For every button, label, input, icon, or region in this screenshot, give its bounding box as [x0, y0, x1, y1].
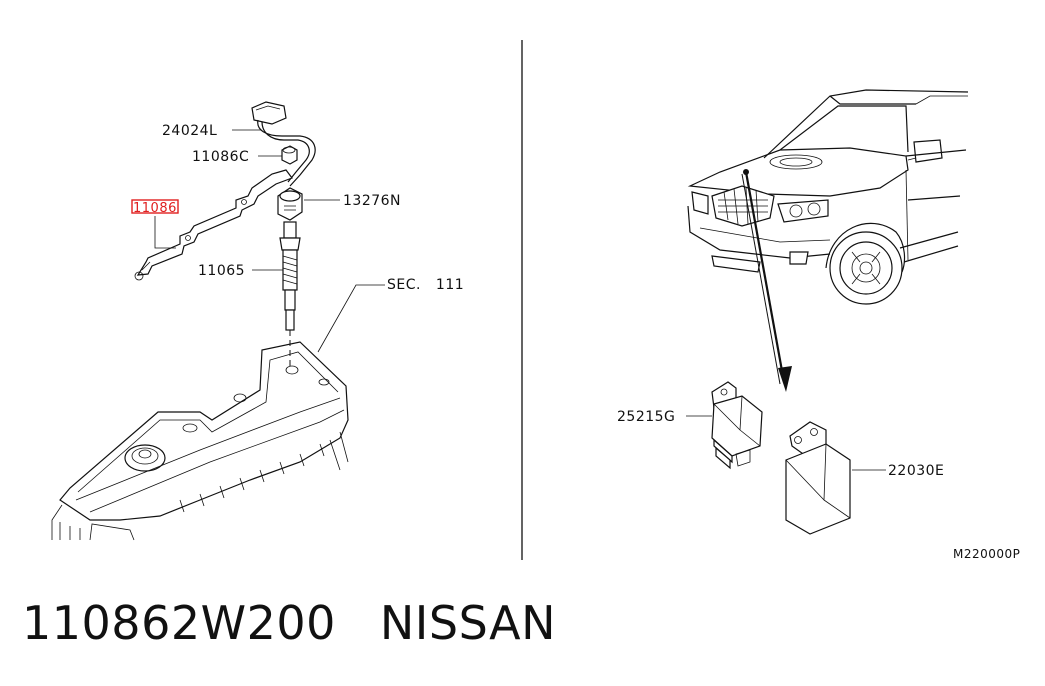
highlight-box [131, 199, 179, 214]
leader-lines-right [686, 415, 886, 471]
diagram-code: M220000P [953, 547, 1020, 561]
leader-lines-left [154, 129, 385, 353]
label-24024L: 24024L [162, 123, 217, 139]
label-13276N: 13276N [343, 193, 401, 209]
pointer-arrow [741, 169, 792, 392]
relay-25215G [711, 381, 763, 470]
label-sec-111: SEC. 111 [387, 277, 464, 293]
label-22030E: 22030E [888, 463, 944, 479]
label-25215G: 25215G [617, 409, 675, 425]
label-11086-highlighted: 11086 [133, 201, 177, 216]
part-caption: 110862W200 NISSAN [22, 596, 556, 650]
control-unit-22030E [785, 421, 851, 535]
vehicle-front [687, 89, 969, 305]
label-11065: 11065 [198, 263, 245, 279]
brand-name: NISSAN [379, 596, 556, 650]
parts-diagram: 24024L 11086C 11086 13276N 11065 SEC. 11… [51, 40, 1020, 561]
label-11086C: 11086C [192, 149, 249, 165]
part-number: 110862W200 [22, 596, 336, 650]
glow-plug-assembly [134, 101, 316, 370]
engine-head [51, 341, 349, 541]
